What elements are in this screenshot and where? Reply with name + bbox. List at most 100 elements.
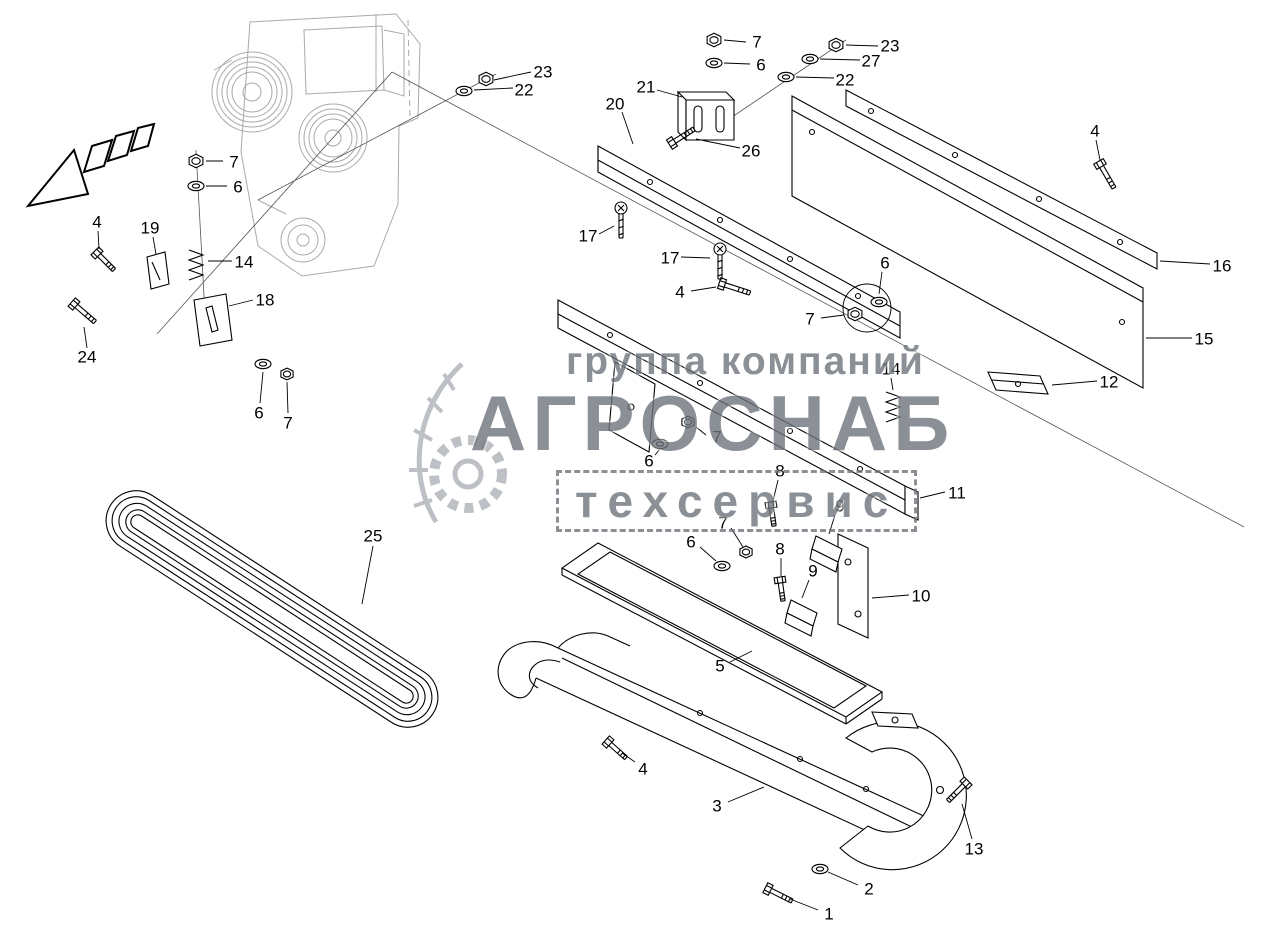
part-label-7: 7 xyxy=(723,33,762,52)
bracket-21 xyxy=(676,90,736,142)
svg-text:4: 4 xyxy=(675,283,684,302)
svg-text:8: 8 xyxy=(775,540,784,559)
part-label-5: 5 xyxy=(715,650,753,676)
part-label-4: 4 xyxy=(675,283,717,302)
svg-text:27: 27 xyxy=(862,52,881,71)
washer xyxy=(811,863,829,875)
svg-text:18: 18 xyxy=(256,291,275,310)
washer xyxy=(651,438,669,450)
hex-bolt xyxy=(601,735,628,761)
part-label-17: 17 xyxy=(661,249,711,268)
svg-text:26: 26 xyxy=(742,142,761,161)
svg-text:7: 7 xyxy=(718,514,727,533)
svg-text:19: 19 xyxy=(141,219,160,238)
part-label-26: 26 xyxy=(695,138,761,161)
spring xyxy=(187,249,205,281)
svg-text:22: 22 xyxy=(836,71,855,90)
svg-text:9: 9 xyxy=(835,497,844,516)
part-label-24: 24 xyxy=(78,326,96,367)
part-label-7: 7 xyxy=(718,514,744,548)
rail-20 xyxy=(597,145,901,339)
svg-text:16: 16 xyxy=(1213,257,1232,276)
part-label-6: 6 xyxy=(254,371,264,423)
part-label-13: 13 xyxy=(961,803,983,859)
svg-text:4: 4 xyxy=(1090,122,1099,141)
svg-text:22: 22 xyxy=(515,81,534,100)
hex-bolt xyxy=(665,126,696,151)
svg-text:14: 14 xyxy=(882,360,901,379)
part-label-21: 21 xyxy=(637,78,683,98)
belt-25 xyxy=(105,490,439,728)
svg-text:14: 14 xyxy=(235,253,254,272)
part-label-7: 7 xyxy=(805,310,845,329)
svg-text:7: 7 xyxy=(229,153,238,172)
svg-text:5: 5 xyxy=(715,657,724,676)
hex-bolt xyxy=(67,297,97,325)
part-label-20: 20 xyxy=(606,95,634,145)
svg-text:6: 6 xyxy=(880,254,889,273)
hex-bolt xyxy=(946,776,973,803)
part-label-4: 4 xyxy=(92,213,102,250)
svg-text:3: 3 xyxy=(712,797,721,816)
part-label-14: 14 xyxy=(882,360,901,391)
svg-text:11: 11 xyxy=(948,484,966,503)
part-label-6: 6 xyxy=(878,254,890,295)
direction-arrow-icon xyxy=(25,122,156,208)
part-label-9: 9 xyxy=(828,497,845,535)
channel-rail-11 xyxy=(557,299,919,521)
svg-text:7: 7 xyxy=(752,33,761,52)
part-label-16: 16 xyxy=(1159,257,1232,276)
part-label-11: 11 xyxy=(919,484,966,503)
svg-text:10: 10 xyxy=(912,587,931,606)
part-label-23: 23 xyxy=(845,37,900,56)
clip-9b xyxy=(784,599,818,637)
hex-nut xyxy=(706,32,722,48)
svg-text:6: 6 xyxy=(233,178,242,197)
washer xyxy=(254,358,272,370)
svg-text:15: 15 xyxy=(1195,330,1214,349)
part-label-8: 8 xyxy=(772,462,785,502)
part-label-7: 7 xyxy=(695,426,722,447)
svg-text:23: 23 xyxy=(534,63,553,82)
hex-nut xyxy=(280,367,294,381)
engine-sketch xyxy=(211,13,421,277)
hex-bolt xyxy=(762,881,794,904)
washer xyxy=(187,180,205,192)
svg-text:17: 17 xyxy=(661,249,680,268)
part-label-15: 15 xyxy=(1146,330,1213,349)
part-label-4: 4 xyxy=(1090,122,1101,161)
part-label-6: 6 xyxy=(644,449,660,471)
part-label-27: 27 xyxy=(819,52,881,71)
part-label-19: 19 xyxy=(141,219,160,255)
svg-text:6: 6 xyxy=(254,404,263,423)
hex-nut xyxy=(188,153,204,169)
screw xyxy=(713,242,727,280)
plate-19 xyxy=(146,251,170,290)
part-label-12: 12 xyxy=(1051,373,1118,392)
highlight-circle xyxy=(842,283,892,333)
part-label-23: 23 xyxy=(493,63,553,82)
hex-bolt xyxy=(716,277,752,296)
hex-bolt xyxy=(764,500,778,527)
svg-text:8: 8 xyxy=(775,462,784,481)
plate-10 xyxy=(837,533,869,639)
svg-text:6: 6 xyxy=(644,452,653,471)
hex-nut xyxy=(681,415,695,429)
panel-15 xyxy=(791,95,1144,389)
svg-text:23: 23 xyxy=(881,37,900,56)
part-label-25: 25 xyxy=(361,527,382,605)
part-label-7: 7 xyxy=(206,153,239,172)
part-label-2: 2 xyxy=(827,871,874,899)
hex-nut xyxy=(478,71,494,87)
part-label-3: 3 xyxy=(712,786,765,816)
part-label-1: 1 xyxy=(789,898,834,924)
part-label-22: 22 xyxy=(795,71,855,90)
svg-text:6: 6 xyxy=(686,533,695,552)
hex-nut xyxy=(828,37,844,53)
washer xyxy=(777,71,795,83)
plate-18 xyxy=(193,293,233,347)
svg-text:20: 20 xyxy=(606,95,625,114)
